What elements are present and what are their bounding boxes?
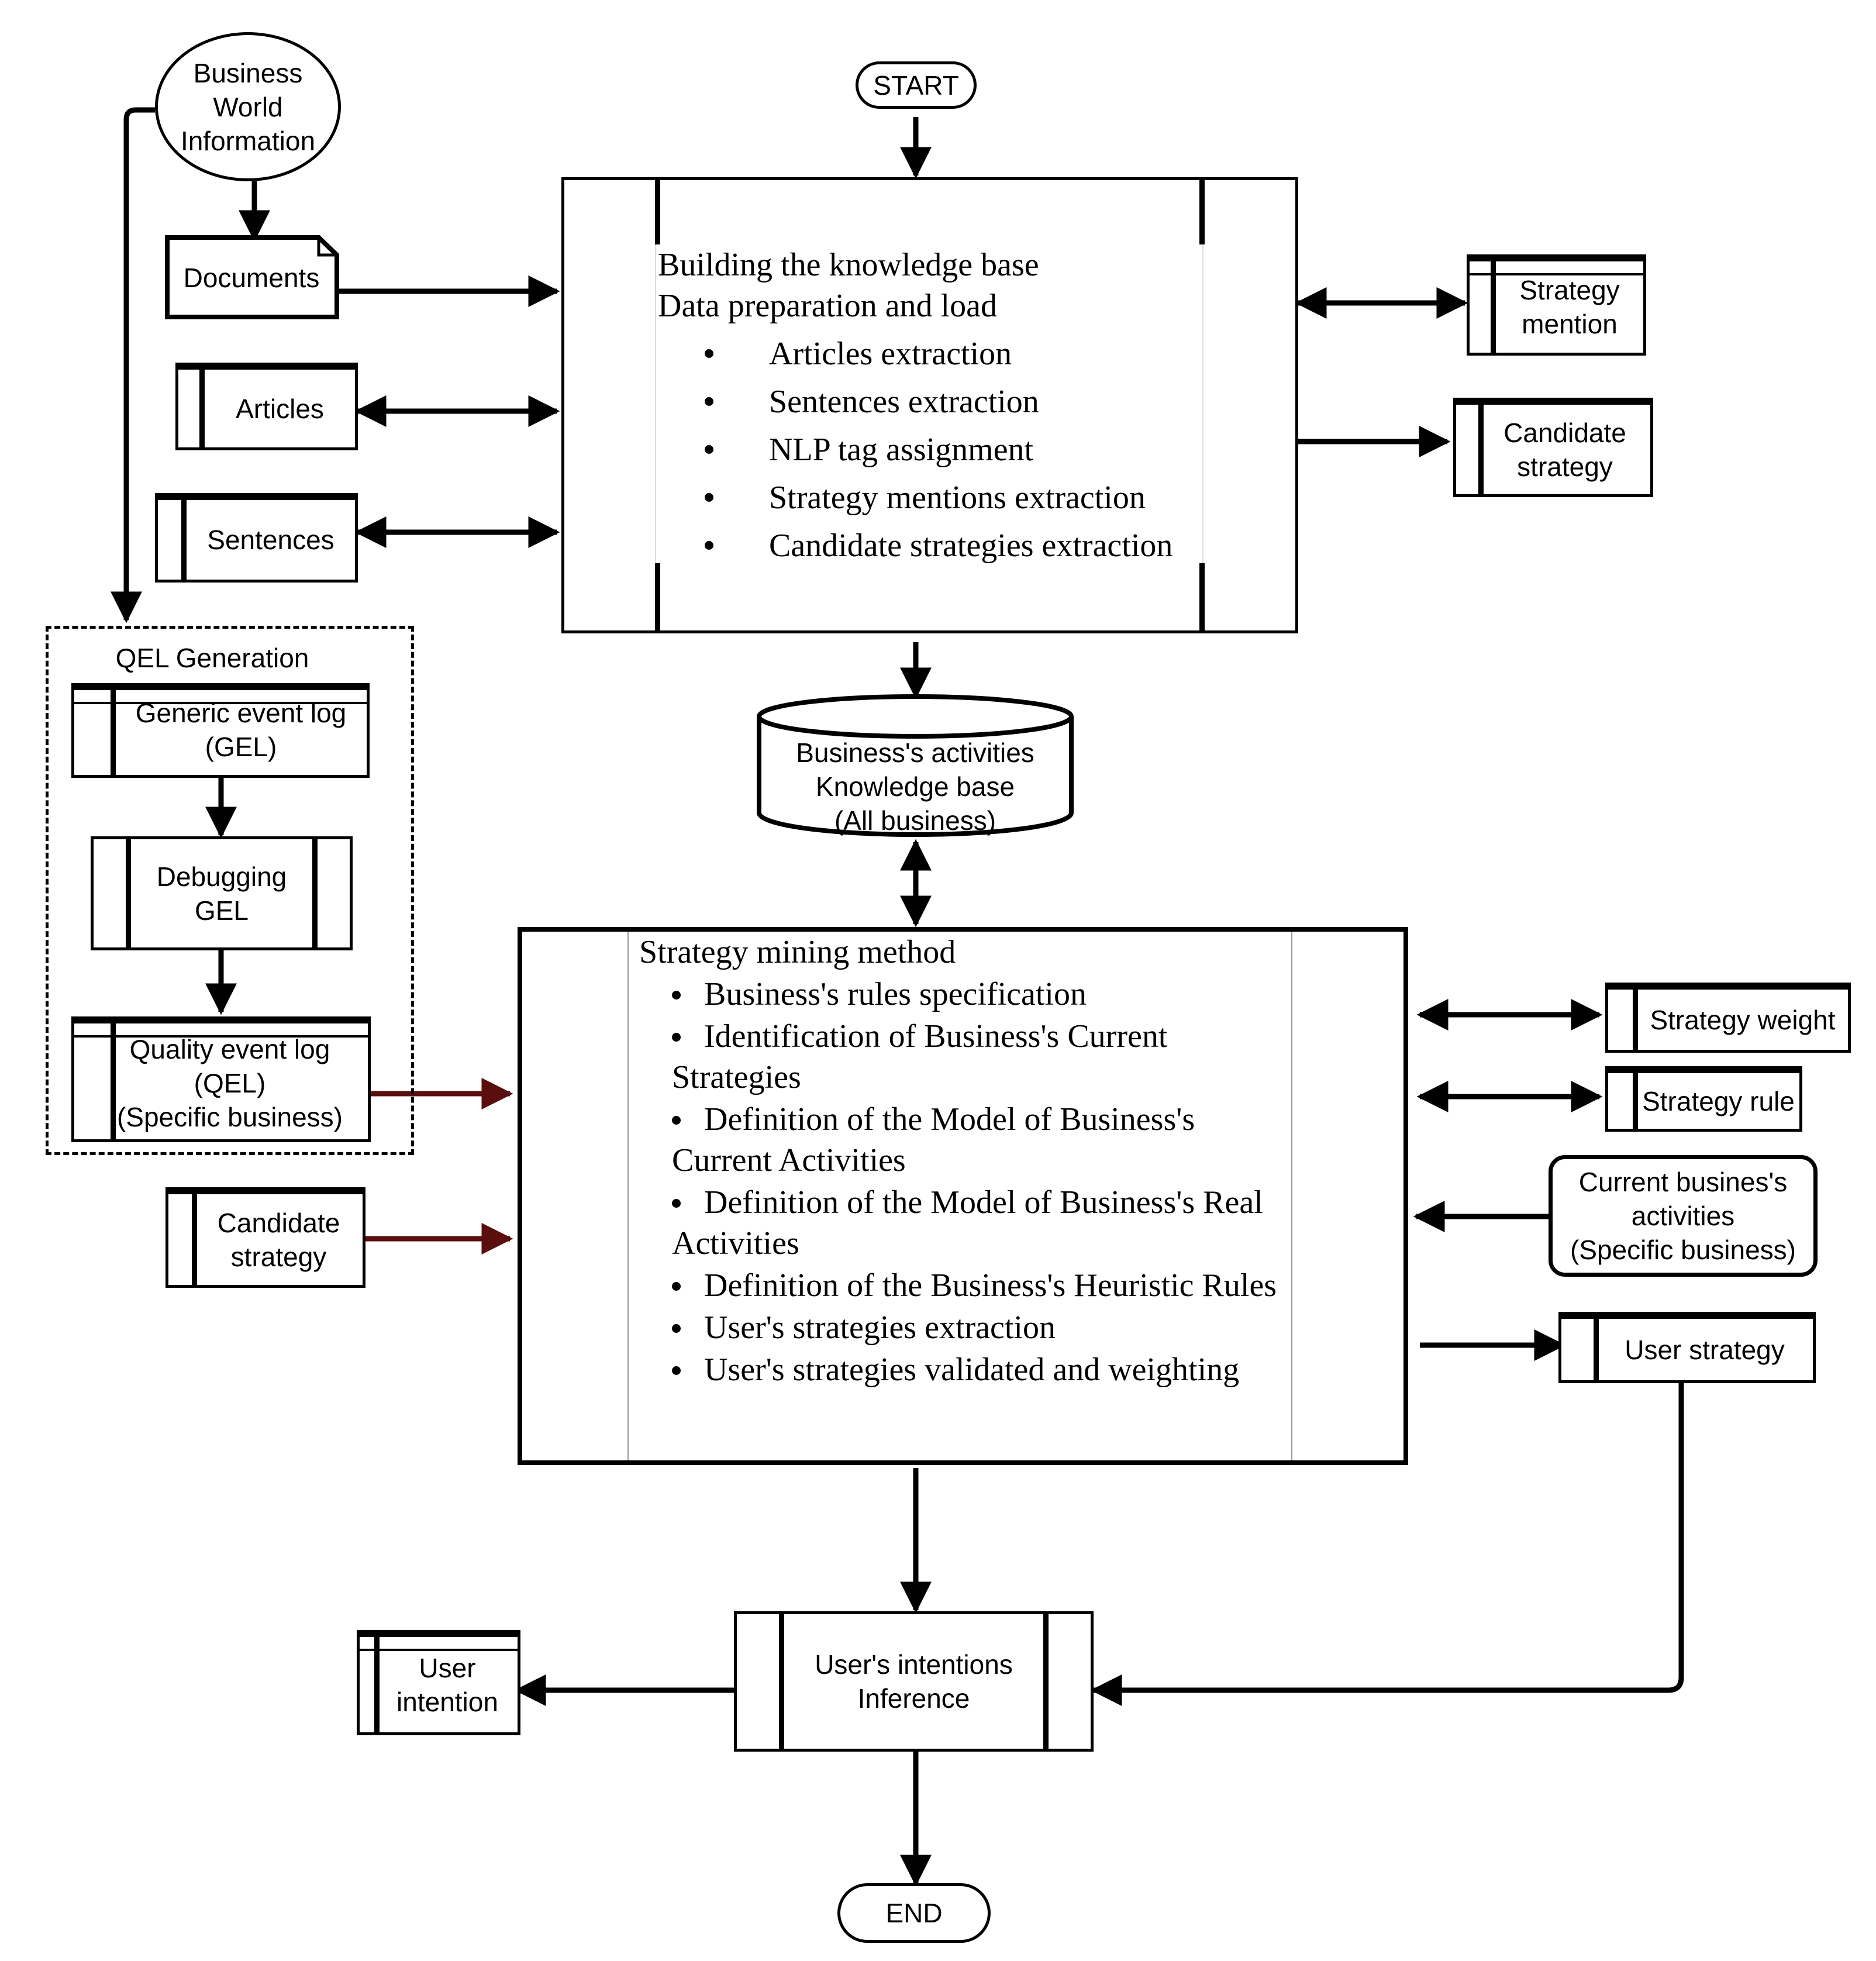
knowledge-base-step-item: Articles extraction [658, 333, 1213, 374]
quality-event-log-label: Quality event log (QEL) (Specific busine… [116, 1033, 343, 1132]
strategy-mining-step-text: Definition of the Business's Heuristic R… [704, 1267, 1277, 1304]
articles-label: Articles [236, 393, 324, 424]
bullet-icon [672, 1032, 681, 1042]
user-intention-store: User intention [357, 1630, 520, 1735]
user-strategy-store: User strategy [1558, 1312, 1816, 1383]
candidate-strategy-left-store: Candidate strategy [165, 1187, 365, 1288]
candidate-strategy-right-store: Candidate strategy [1453, 398, 1653, 497]
debugging-gel-label: Debugging GEL [156, 861, 287, 926]
bullet-icon [672, 1281, 681, 1291]
knowledge-base-step-text: Articles extraction [769, 336, 1012, 372]
qel-generation-title: QEL Generation [115, 643, 309, 673]
bullet-icon [672, 1366, 681, 1375]
strategy-mining-step-item: Definition of the Business's Heuristic R… [639, 1265, 1300, 1306]
knowledge-base-database-label: Business's activities Knowledge base (Al… [796, 737, 1034, 836]
bullet-icon [672, 1198, 681, 1208]
knowledge-base-title-line2: Data preparation and load [658, 288, 997, 324]
qel-generation-group: QEL Generation [46, 626, 414, 1155]
strategy-mining-step-item: Business's rules specification [639, 974, 1300, 1015]
knowledge-base-step-item: NLP tag assignment [658, 429, 1213, 470]
strategy-rule-store: Strategy rule [1605, 1066, 1802, 1132]
generic-event-log-store: Generic event log (GEL) [71, 683, 370, 778]
bullet-icon [705, 397, 713, 406]
quality-event-log-store: Quality event log (QEL) (Specific busine… [71, 1016, 371, 1142]
sentences-label: Sentences [207, 525, 334, 555]
arrow-bwi-to-qel [111, 107, 155, 623]
strategy-mining-process: Strategy mining method Business's rules … [518, 927, 1408, 1465]
user-strategy-label: User strategy [1625, 1334, 1785, 1365]
user-intention-label: User intention [396, 1652, 498, 1717]
strategy-mining-step-text: Identification of Business's Current Str… [672, 1018, 1168, 1095]
strategy-mining-step-text: Definition of the Model of Business's Re… [672, 1184, 1263, 1262]
strategy-mining-step-text: Definition of the Model of Business's Cu… [672, 1101, 1195, 1178]
knowledge-base-step-text: Candidate strategies extraction [769, 528, 1173, 564]
bullet-icon [672, 1115, 681, 1125]
sentences-store: Sentences [155, 493, 358, 583]
end-label: END [885, 1898, 943, 1928]
arrow-user-strategy-to-inference [1090, 1383, 1684, 1706]
current-business-activities-store: Current busines's activities (Specific b… [1549, 1155, 1818, 1277]
user-intentions-inference-process: User's intentions Inference [734, 1611, 1094, 1752]
start-label: START [873, 70, 959, 101]
knowledge-base-building-process: Building the knowledge base Data prepara… [561, 177, 1298, 633]
bullet-icon [672, 1324, 681, 1333]
bullet-icon [705, 541, 713, 550]
knowledge-base-database [757, 694, 1074, 837]
knowledge-base-step-text: Sentences extraction [769, 384, 1039, 420]
start-terminator: START [856, 61, 977, 109]
knowledge-base-title-line1: Building the knowledge base [658, 247, 1039, 283]
documents-label: Documents [183, 263, 320, 293]
strategy-mining-step-item: Definition of the Model of Business's Cu… [639, 1099, 1300, 1181]
strategy-mining-step-text: User's strategies extraction [704, 1309, 1056, 1346]
debugging-gel-process: Debugging GEL [91, 836, 353, 950]
end-terminator: END [837, 1883, 991, 1943]
user-intentions-inference-label: User's intentions Inference [815, 1649, 1013, 1714]
strategy-mining-step-item: User's strategies validated and weightin… [639, 1349, 1300, 1390]
bullet-icon [705, 445, 713, 454]
business-world-information-label: Business World Information [180, 57, 316, 156]
strategy-weight-store: Strategy weight [1605, 983, 1851, 1053]
knowledge-base-step-item: Candidate strategies extraction [658, 525, 1213, 566]
knowledge-base-step-item: Sentences extraction [658, 381, 1213, 422]
candidate-strategy-right-label: Candidate strategy [1503, 417, 1626, 482]
strategy-weight-label: Strategy weight [1650, 1004, 1836, 1035]
business-world-information: Business World Information [155, 32, 341, 181]
candidate-strategy-left-label: Candidate strategy [217, 1207, 340, 1272]
knowledge-base-building-text: Building the knowledge base Data prepara… [658, 244, 1213, 566]
strategy-mining-step-item: Identification of Business's Current Str… [639, 1016, 1300, 1098]
articles-store: Articles [175, 363, 358, 450]
bullet-icon [705, 493, 713, 502]
bullet-icon [672, 990, 681, 1000]
documents-shape [165, 235, 339, 319]
current-business-activities-label: Current busines's activities (Specific b… [1570, 1167, 1796, 1265]
strategy-mention-store: Strategy mention [1467, 254, 1646, 356]
strategy-mining-step-text: User's strategies validated and weightin… [704, 1352, 1240, 1388]
knowledge-base-step-item: Strategy mentions extraction [658, 477, 1213, 518]
strategy-mining-step-text: Business's rules specification [704, 976, 1087, 1012]
strategy-mining-step-item: User's strategies extraction [639, 1307, 1300, 1348]
strategy-mining-title: Strategy mining method [639, 934, 956, 970]
strategy-rule-label: Strategy rule [1642, 1085, 1795, 1116]
bullet-icon [705, 349, 713, 358]
strategy-mention-label: Strategy mention [1519, 275, 1620, 339]
strategy-mining-text: Strategy mining method Business's rules … [639, 932, 1300, 1390]
knowledge-base-step-text: Strategy mentions extraction [769, 480, 1146, 516]
strategy-mining-step-item: Definition of the Model of Business's Re… [639, 1182, 1300, 1264]
knowledge-base-step-text: NLP tag assignment [769, 432, 1034, 468]
generic-event-log-label: Generic event log (GEL) [135, 698, 347, 762]
